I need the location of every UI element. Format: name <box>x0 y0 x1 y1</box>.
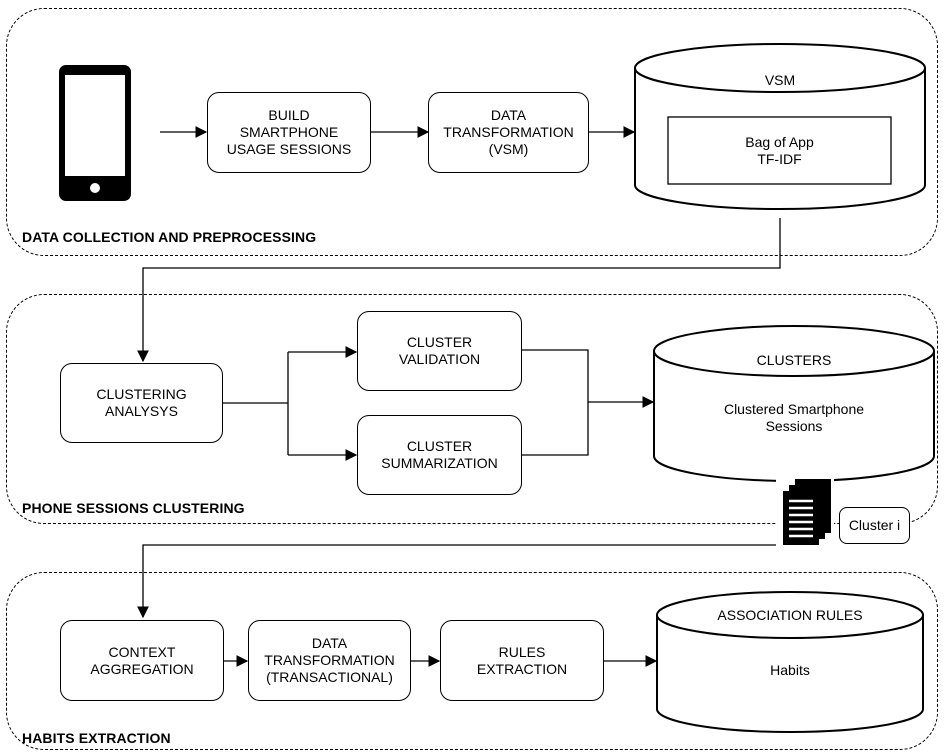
section-label-phone-sessions-clustering: PHONE SESSIONS CLUSTERING <box>22 500 245 516</box>
cluster-summarization-box: CLUSTER SUMMARIZATION <box>357 415 522 495</box>
data-transformation-vsm-label: DATA TRANSFORMATION (VSM) <box>443 107 574 157</box>
bag-of-app-label: Bag of App TF-IDF <box>745 134 814 167</box>
cluster-summarization-label: CLUSTER SUMMARIZATION <box>381 438 498 471</box>
documents-icon <box>776 476 834 550</box>
section-label-data-collection: DATA COLLECTION AND PREPROCESSING <box>22 229 317 245</box>
association-rules-title: ASSOCIATION RULES <box>717 607 863 623</box>
arrow-cluster-to-context <box>137 544 776 619</box>
wire-validation-out <box>522 349 589 456</box>
context-aggregation-box: CONTEXT AGGREGATION <box>60 620 224 701</box>
association-rules-body: Habits <box>770 662 810 678</box>
section-label-habits-extraction: HABITS EXTRACTION <box>22 730 171 746</box>
cluster-i-box: Cluster i <box>839 507 910 544</box>
cluster-i-label: Cluster i <box>848 517 901 533</box>
clusters-database-cylinder <box>653 325 935 482</box>
section-habits-extraction <box>6 572 938 750</box>
data-transformation-transactional-label: DATA TRANSFORMATION (TRANSACTIONAL) <box>264 635 395 685</box>
cluster-validation-box: CLUSTER VALIDATION <box>357 311 522 391</box>
data-transformation-vsm-box: DATA TRANSFORMATION (VSM) <box>428 92 589 173</box>
context-aggregation-label: CONTEXT AGGREGATION <box>90 643 194 677</box>
build-sessions-box: BUILD SMARTPHONE USAGE SESSIONS <box>207 92 371 173</box>
clustering-analysis-box: CLUSTERING ANALYSYS <box>60 363 223 443</box>
data-transformation-transactional-box: DATA TRANSFORMATION (TRANSACTIONAL) <box>248 620 411 701</box>
clusters-title: CLUSTERS <box>756 352 832 368</box>
rules-extraction-label: RULES EXTRACTION <box>476 643 568 677</box>
arrow-vsm-to-clustering <box>137 218 781 363</box>
smartphone-icon <box>59 65 131 201</box>
build-sessions-label: BUILD SMARTPHONE USAGE SESSIONS <box>226 107 352 157</box>
bag-of-app-box <box>667 116 892 185</box>
vsm-title: VSM <box>764 72 796 88</box>
cluster-validation-label: CLUSTER VALIDATION <box>398 334 481 367</box>
rules-extraction-box: RULES EXTRACTION <box>440 620 604 701</box>
association-rules-database-cylinder <box>656 591 924 733</box>
section-data-collection <box>6 8 938 256</box>
clustering-analysis-label: CLUSTERING ANALYSYS <box>96 386 187 419</box>
section-phone-sessions-clustering <box>6 294 938 524</box>
clusters-body: Clustered Smartphone Sessions <box>723 401 865 434</box>
